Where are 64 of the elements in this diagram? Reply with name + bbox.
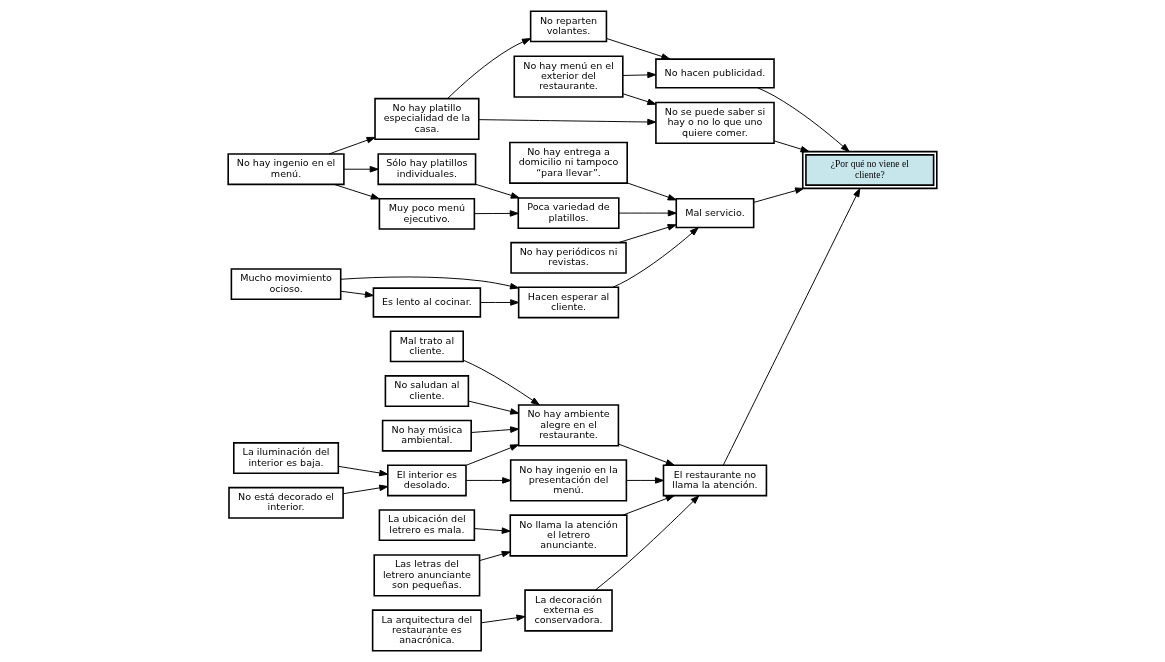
arrow	[328, 136, 376, 155]
node-box: No se puede saber si hay o no lo que uno quiere comer.	[655, 101, 775, 145]
node-box: Poca variedad de platillos.	[517, 197, 620, 230]
node-box: No está decorado el interior.	[228, 486, 344, 519]
node-box: El restaurante no llama la atención.	[662, 464, 768, 497]
node-box: No hay ingenio en la presentación del menú.	[509, 459, 628, 502]
arrow	[622, 71, 657, 79]
arrow	[343, 165, 379, 173]
node-box: La arquitectura del restaurante es anacrónica.	[371, 609, 482, 652]
node-box: Muy poco menú ejecutivo.	[378, 197, 476, 230]
node-box: Mal servicio.	[675, 197, 755, 229]
arrow	[475, 183, 520, 199]
arrow	[479, 550, 511, 561]
node-box: No hay periódicos ni revistas.	[510, 241, 627, 274]
arrow	[340, 276, 519, 290]
arrow	[480, 299, 520, 306]
node-box: Mal trato al cliente.	[389, 330, 464, 363]
node-box: No hay menú en el exterior del restaurante.	[513, 55, 624, 98]
arrow	[338, 465, 389, 477]
arrow	[470, 426, 520, 433]
node-box: No reparten volantes.	[529, 10, 608, 43]
node-box: No hay entrega a domicilio ni tampoco “para llevar”.	[509, 141, 628, 184]
node-box: No hay platillo especialidad de la casa.	[374, 97, 480, 141]
arrow	[618, 224, 677, 244]
arrow	[465, 444, 519, 466]
arrow	[612, 227, 699, 288]
node-box: La ubicación del letrero es mala.	[378, 509, 476, 542]
arrow	[474, 210, 519, 217]
node-box: No hay ambiente alegre en el restaurante.	[517, 404, 620, 447]
node-box: Mucho movimiento ocioso.	[230, 268, 342, 301]
arrow	[594, 495, 700, 591]
node-box: Es lento al cocinar.	[372, 287, 482, 318]
node-box: No hacen publicidad.	[655, 58, 775, 89]
arrow	[465, 477, 512, 484]
arrow	[474, 527, 511, 534]
node-box: No llama la atención el letrero anunciante.	[509, 514, 628, 557]
node-box: No saludan al cliente.	[384, 375, 470, 407]
arrow	[468, 400, 520, 415]
arrow	[757, 87, 850, 153]
arrow	[478, 118, 657, 126]
arrow	[773, 140, 810, 153]
arrow	[722, 188, 861, 466]
node-box: La iluminación del interior es baja.	[233, 442, 340, 475]
node-box: La decoración externa es conservadora.	[524, 589, 613, 632]
arrow	[622, 93, 657, 105]
node-box: El interior es desolado.	[387, 464, 467, 497]
node-box: Sólo hay platillos individuales.	[377, 153, 477, 186]
arrow	[340, 290, 374, 298]
arrow	[626, 477, 664, 484]
node-box: No hay ingenio en el menú.	[227, 153, 345, 186]
arrow	[606, 38, 671, 60]
node-box: No hay música ambiental.	[381, 419, 472, 452]
arrow	[626, 182, 677, 201]
arrow	[342, 484, 389, 495]
arrow	[480, 614, 526, 624]
arrow	[333, 184, 380, 200]
arrow	[622, 495, 675, 516]
arrow	[618, 443, 675, 466]
arrow	[618, 209, 677, 217]
arrow	[462, 359, 540, 406]
arrow	[447, 38, 531, 99]
node-box: Las letras del letrero anunciante son pequeñas.	[373, 554, 481, 597]
arrow	[753, 187, 804, 203]
node-box: Hacen esperar al cliente.	[517, 286, 620, 319]
